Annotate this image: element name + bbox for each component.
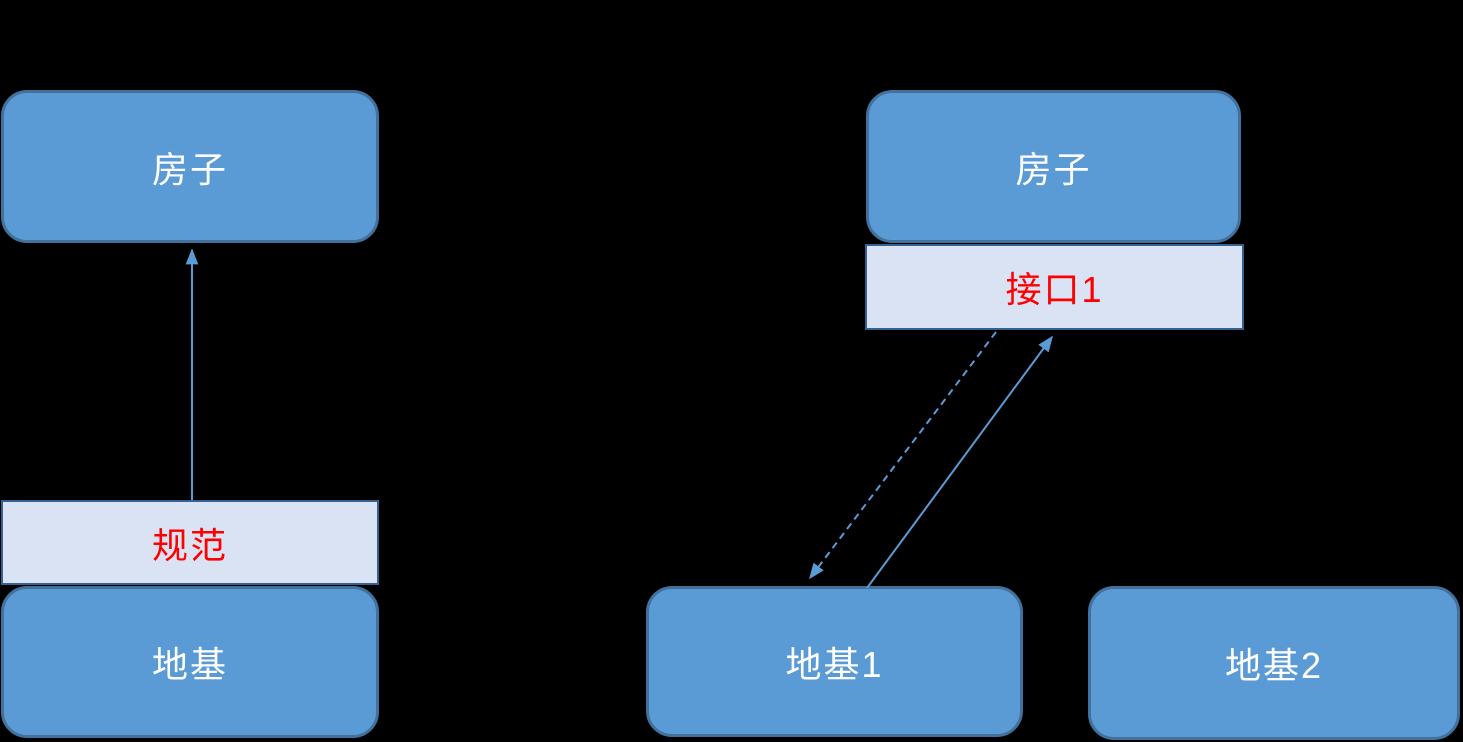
node-foundation1-label: 地基1	[785, 643, 884, 685]
arrow-interface-to-foundation1	[809, 331, 997, 580]
node-foundation-left-label: 地基	[151, 644, 228, 685]
node-interface1-band: 接口1	[865, 244, 1244, 330]
node-foundation2: 地基2	[1088, 586, 1460, 740]
node-house-right-label: 房子	[1015, 148, 1092, 190]
arrow-foundation1-to-interface	[866, 335, 1053, 589]
node-spec-label: 规范	[151, 524, 228, 566]
node-foundation1: 地基1	[646, 586, 1023, 737]
node-interface1-label: 接口1	[1005, 269, 1104, 310]
node-house-left: 房子	[1, 90, 379, 243]
node-foundation-left: 地基	[1, 586, 379, 738]
node-house-right: 房子	[866, 90, 1241, 243]
node-house-left-label: 房子	[151, 148, 228, 190]
node-spec-band: 规范	[1, 500, 379, 585]
node-foundation2-label: 地基2	[1224, 645, 1324, 686]
